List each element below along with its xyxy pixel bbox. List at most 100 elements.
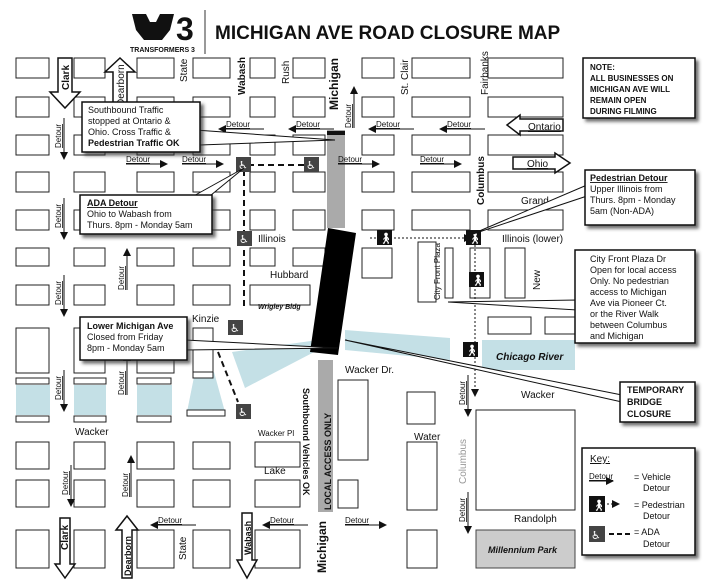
svg-text:Grand: Grand xyxy=(521,196,549,207)
svg-text:Chicago River: Chicago River xyxy=(496,352,564,363)
city-block xyxy=(73,377,107,385)
svg-text:Southbound Vehicles OK: Southbound Vehicles OK xyxy=(301,388,311,496)
detour-label: Detour xyxy=(458,381,467,405)
city-block xyxy=(15,96,50,118)
city-block xyxy=(136,415,172,423)
svg-text:♿︎: ♿︎ xyxy=(239,234,249,246)
svg-text:TRANSFORMERS 3: TRANSFORMERS 3 xyxy=(130,47,195,54)
svg-text:♿︎: ♿︎ xyxy=(238,160,248,172)
city-block xyxy=(15,377,50,385)
city-block xyxy=(186,409,226,417)
city-block xyxy=(73,441,106,470)
svg-text:🚶︎: 🚶︎ xyxy=(468,232,482,245)
city-block xyxy=(73,171,106,193)
svg-text:State: State xyxy=(179,58,190,82)
dearborn-arrow-bottom: Dearborn xyxy=(114,514,140,579)
walker-glyph: 🚶︎ xyxy=(592,499,606,512)
transformers-logo: 3 TRANSFORMERS 3 xyxy=(130,11,195,54)
svg-text:🚶︎: 🚶︎ xyxy=(471,274,485,287)
city-block xyxy=(292,171,326,193)
city-block xyxy=(411,134,471,156)
city-block xyxy=(249,247,276,267)
southbound-traffic-callout: Southbound Traffic stopped at Ontario & … xyxy=(81,101,201,153)
note-callout: NOTE: ALL BUSINESSES ON MICHIGAN AVE WIL… xyxy=(582,57,696,119)
city-block xyxy=(192,247,231,267)
street-labels: State State Wabash Rush Michigan Michiga… xyxy=(75,51,564,573)
city-block xyxy=(136,479,175,508)
city-block xyxy=(411,209,471,231)
city-block xyxy=(361,57,395,79)
city-block xyxy=(406,391,436,425)
svg-text:Michigan: Michigan xyxy=(327,58,341,110)
detour-label: Detour xyxy=(447,120,471,129)
wabash-arrow-bottom: Wabash xyxy=(235,512,259,580)
pedestrian-detour-callout: Pedestrian Detour Upper Illinois from Th… xyxy=(584,169,696,226)
city-block xyxy=(73,57,106,79)
michigan-upper-local-road xyxy=(327,130,345,228)
city-block xyxy=(192,529,231,569)
city-block xyxy=(544,316,576,335)
ada-icon: ♿︎ xyxy=(228,320,243,335)
svg-text:access to Michigan: access to Michigan xyxy=(590,287,667,297)
city-block xyxy=(136,171,175,193)
svg-text:State: State xyxy=(178,536,189,560)
city-block xyxy=(254,441,301,468)
svg-text:Pedestrian Detour: Pedestrian Detour xyxy=(590,173,668,183)
city-block xyxy=(487,134,564,156)
ohio-arrow: Ohio xyxy=(512,151,572,175)
city-block xyxy=(475,409,576,511)
svg-text:♿︎: ♿︎ xyxy=(230,323,240,335)
detour-label: Detour xyxy=(345,516,369,525)
city-block xyxy=(411,57,471,79)
detour-label: Detour xyxy=(126,155,150,164)
svg-text:Michigan: Michigan xyxy=(315,521,329,573)
svg-text:stopped at Ontario &: stopped at Ontario & xyxy=(88,116,171,126)
svg-text:LOCAL ACCESS ONLY: LOCAL ACCESS ONLY xyxy=(323,413,333,510)
detour-label: Detour xyxy=(296,120,320,129)
city-block xyxy=(136,441,175,470)
city-block xyxy=(254,529,301,569)
svg-text:Detour: Detour xyxy=(643,483,670,493)
svg-text:City Front Plaza Dr: City Front Plaza Dr xyxy=(590,254,666,264)
ada-icon: ♿︎ xyxy=(236,404,251,419)
dearborn-arrow-top: Dearborn xyxy=(103,56,137,109)
svg-text:Southbound Traffic: Southbound Traffic xyxy=(88,105,164,115)
city-block xyxy=(361,247,393,279)
svg-text:Randolph: Randolph xyxy=(514,514,557,525)
city-block xyxy=(192,479,231,508)
svg-text:between Columbus: between Columbus xyxy=(590,320,668,330)
city-block xyxy=(254,479,301,508)
svg-text:= Vehicle: = Vehicle xyxy=(634,472,671,482)
svg-text:Dearborn: Dearborn xyxy=(116,64,127,106)
city-block xyxy=(192,57,231,79)
svg-text:Pedestrian Traffic OK: Pedestrian Traffic OK xyxy=(88,138,180,148)
city-block xyxy=(73,247,106,267)
detour-label: Detour xyxy=(117,266,126,290)
svg-text:Kinzie: Kinzie xyxy=(192,314,220,325)
city-block xyxy=(192,327,214,374)
city-block xyxy=(15,327,50,374)
city-block xyxy=(15,479,50,508)
svg-text:♿︎: ♿︎ xyxy=(591,530,601,542)
svg-text:TEMPORARY: TEMPORARY xyxy=(627,385,684,395)
svg-text:Wabash: Wabash xyxy=(243,521,253,555)
michigan-bridge-closure xyxy=(310,228,356,355)
svg-text:Ontario: Ontario xyxy=(528,122,561,133)
city-block xyxy=(15,415,50,423)
svg-text:Illinois (lower): Illinois (lower) xyxy=(502,234,563,245)
city-block xyxy=(249,171,276,193)
city-block xyxy=(192,371,214,379)
ada-icon: ♿︎ xyxy=(237,231,252,246)
city-block xyxy=(249,96,276,118)
city-block xyxy=(73,415,107,423)
detour-label: Detour xyxy=(182,155,206,164)
detour-label: Detour xyxy=(61,471,70,495)
svg-text:Key:: Key: xyxy=(590,454,610,465)
city-block xyxy=(361,96,395,118)
city-block xyxy=(15,171,50,193)
clark-arrow-top: Clark xyxy=(48,57,82,110)
city-block xyxy=(487,96,564,118)
city-block xyxy=(15,209,50,231)
city-block xyxy=(411,96,471,118)
